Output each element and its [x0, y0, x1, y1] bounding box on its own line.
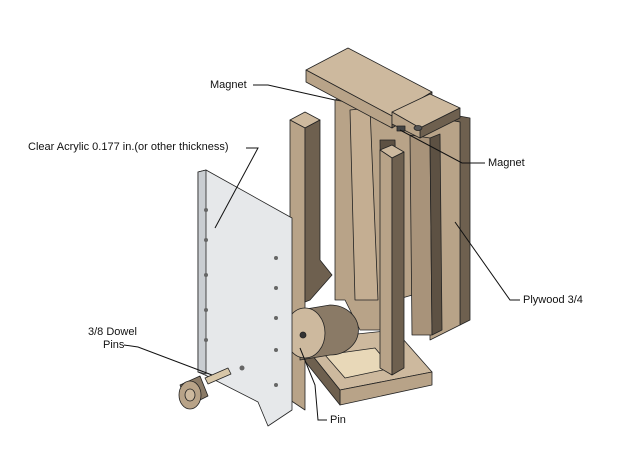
top-magnet-bar — [305, 47, 461, 139]
label-magnet-right: Magnet — [488, 157, 525, 169]
center-upright-post — [379, 144, 405, 376]
leader-lines — [123, 84, 520, 421]
knob — [178, 375, 209, 410]
back-plywood-plate — [334, 94, 471, 341]
label-clear-acrylic: Clear Acrylic 0.177 in.(or other thickne… — [28, 141, 229, 153]
dowel-pin — [204, 367, 232, 385]
clear-acrylic-plate — [197, 169, 293, 427]
cam-cylinder — [284, 304, 359, 361]
label-plywood: Plywood 3/4 — [523, 294, 583, 306]
label-pin: Pin — [330, 414, 346, 426]
label-dowel-line2: Pins — [103, 339, 125, 351]
label-magnet-top: Magnet — [210, 79, 247, 91]
label-dowel-line1: 3/8 Dowel — [88, 326, 137, 338]
